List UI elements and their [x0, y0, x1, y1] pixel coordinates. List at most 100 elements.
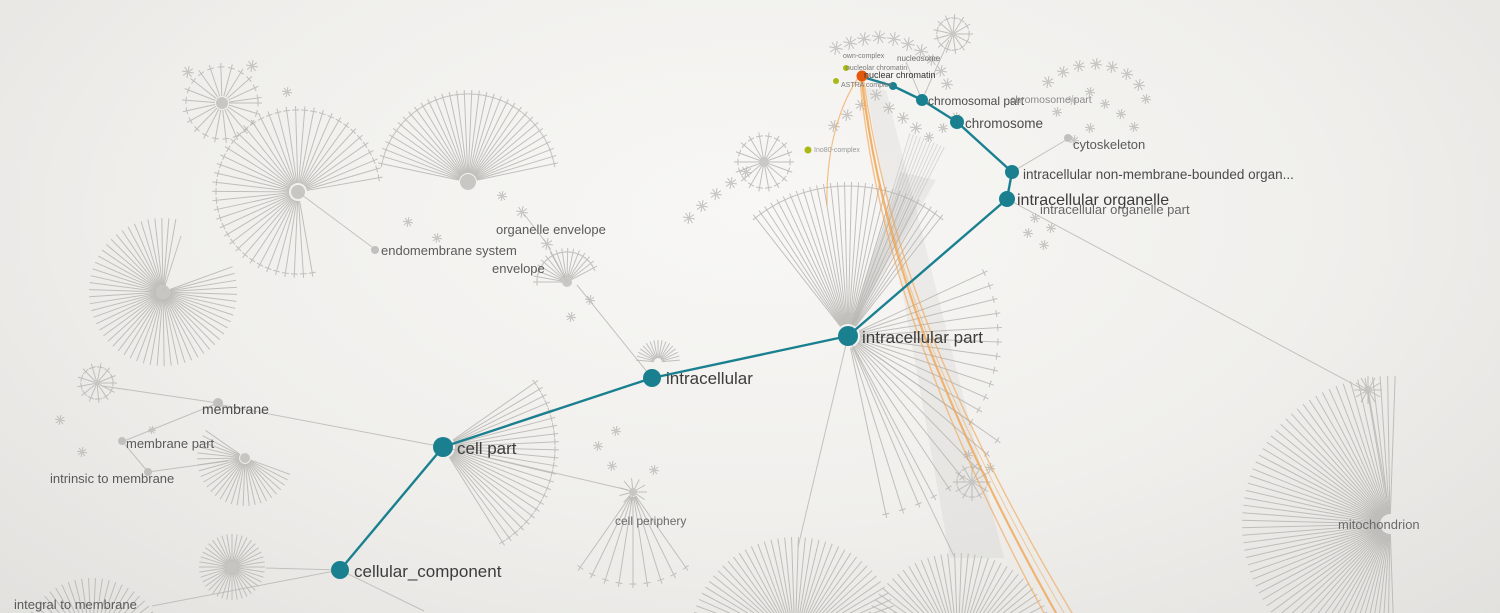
term-label-chromosome-part[interactable]: chromosome part	[1010, 94, 1092, 106]
term-node-cell-part[interactable]	[433, 437, 453, 457]
leaf-burst	[402, 216, 414, 228]
leaf-burst	[841, 109, 853, 121]
leaf-burst	[910, 122, 922, 134]
leaf-burst	[1084, 122, 1096, 134]
leaf-burst	[857, 32, 871, 46]
leaf-burst	[725, 177, 737, 189]
leaf-fan-cluster	[211, 106, 383, 278]
leaf-burst	[1066, 94, 1078, 106]
term-label-cell-periphery[interactable]: cell periphery	[615, 514, 686, 528]
term-label-intracellular-organelle[interactable]: intracellular organelle	[1017, 192, 1169, 209]
term-node-minor[interactable]	[213, 398, 223, 408]
term-label-envelope[interactable]: envelope	[492, 261, 545, 276]
selected-path-edge	[865, 76, 894, 88]
leaf-burst	[1133, 79, 1145, 91]
graph-edge	[121, 440, 149, 473]
graph-edge	[151, 569, 341, 607]
term-node-minor[interactable]	[118, 437, 126, 445]
term-label-cellular-component[interactable]: cellular_component	[354, 562, 502, 581]
term-label-own-complex[interactable]: own-complex	[843, 53, 885, 60]
leaf-burst	[541, 238, 553, 250]
highlight-edge	[860, 80, 1065, 613]
term-node-chromatin[interactable]	[889, 82, 897, 90]
term-node-intracellular-part[interactable]	[838, 326, 858, 346]
leaf-burst	[926, 54, 938, 66]
graph-edge	[1367, 389, 1388, 499]
term-label-membrane-part[interactable]: membrane part	[126, 436, 215, 451]
term-node-cellular-component[interactable]	[331, 561, 349, 579]
term-label-chromosomal-part[interactable]: chromosomal part	[928, 94, 1025, 108]
leaf-burst	[1045, 222, 1057, 234]
term-node-minor[interactable]	[144, 468, 152, 476]
leaf-burst	[1106, 61, 1118, 73]
leaf-burst	[829, 41, 843, 55]
leaf-fan-cluster	[533, 247, 598, 287]
leaf-burst	[683, 212, 695, 224]
term-node-green-term-1[interactable]	[843, 65, 849, 71]
term-label-intracellular-non-membrane-bounded-organ[interactable]: intracellular non-membrane-bounded organ…	[1023, 167, 1294, 182]
term-label-nucleolar-chromatin[interactable]: nucleolar chromatin	[846, 65, 907, 72]
term-node-green-term-2[interactable]	[833, 78, 839, 84]
term-label-cell-part[interactable]: cell part	[457, 439, 517, 458]
term-node-intracellular[interactable]	[643, 369, 661, 387]
leaf-fan-cluster	[734, 132, 794, 192]
leaf-burst	[897, 112, 909, 124]
selected-path-edge	[442, 376, 653, 449]
leaf-burst	[962, 449, 974, 461]
leaf-burst	[147, 425, 157, 435]
leaf-burst	[1115, 108, 1127, 120]
term-label-chromosome[interactable]: chromosome	[965, 116, 1043, 131]
leaf-fan-cluster	[577, 495, 689, 588]
term-node-chromosomal-part[interactable]	[916, 94, 928, 106]
term-label-organelle-envelope[interactable]: organelle envelope	[496, 222, 606, 237]
leaf-burst	[1128, 121, 1140, 133]
term-node-ino80-complex[interactable]	[804, 146, 812, 154]
term-label-ino80-complex[interactable]: Ino80-complex	[814, 147, 860, 154]
term-label-intracellular[interactable]: intracellular	[666, 369, 753, 388]
leaf-fan-cluster	[868, 553, 1048, 613]
leaf-burst	[843, 36, 857, 50]
selected-path-edge	[847, 198, 1008, 337]
leaf-burst	[648, 464, 660, 476]
graph-edge	[905, 61, 923, 101]
leaf-burst	[887, 32, 901, 46]
term-label-integral-to-membrane[interactable]: integral to membrane	[14, 597, 137, 612]
leaf-burst	[740, 166, 752, 178]
leaf-burst	[935, 65, 947, 77]
term-label-nucleosome[interactable]: nucleosome	[897, 54, 941, 63]
leaf-burst	[941, 78, 953, 90]
leaf-burst	[1121, 68, 1133, 80]
term-node-chromosome[interactable]	[950, 115, 964, 129]
term-label-astra-complex[interactable]: ASTRA complex	[841, 82, 892, 89]
term-label-membrane[interactable]: membrane	[202, 401, 269, 417]
term-label-cytoskeleton[interactable]: cytoskeleton	[1073, 137, 1145, 152]
leaf-fan-cluster	[182, 63, 262, 143]
leaf-burst	[281, 86, 293, 98]
leaf-burst	[1099, 98, 1111, 110]
graph-edge	[1011, 139, 1067, 173]
term-node-intracellular-non-membrane-bounded-organelle[interactable]	[1005, 165, 1019, 179]
leaf-burst	[565, 311, 577, 323]
leaf-burst	[901, 37, 915, 51]
leaf-burst	[76, 446, 88, 458]
term-label-mitochondrion[interactable]: mitochondrion	[1338, 517, 1420, 532]
term-label-intrinsic-to-membrane[interactable]: intrinsic to membrane	[50, 471, 174, 486]
term-node-intracellular-organelle[interactable]	[999, 191, 1015, 207]
leaf-fan-cluster	[89, 218, 237, 366]
term-label-intracellular-organelle-part[interactable]: intracellular organelle part	[1040, 202, 1190, 217]
term-label-intracellular-part[interactable]: intracellular part	[862, 328, 983, 347]
term-label-endomembrane-system[interactable]: endomembrane system	[381, 243, 517, 258]
term-node-nuclear-chromatin[interactable]	[856, 70, 868, 82]
highlight-edge	[826, 77, 859, 206]
term-node-minor[interactable]	[1064, 134, 1072, 142]
graph-edge	[297, 191, 373, 248]
graph-edge	[101, 385, 219, 404]
leaf-fan-cluster	[933, 14, 973, 54]
leaf-fan-cluster	[694, 537, 896, 613]
term-node-minor[interactable]	[371, 246, 379, 254]
term-label-nuclear-chromatin[interactable]: nuclear chromatin	[864, 70, 936, 80]
graph-edge	[1006, 198, 1367, 392]
leaf-burst	[1042, 76, 1054, 88]
